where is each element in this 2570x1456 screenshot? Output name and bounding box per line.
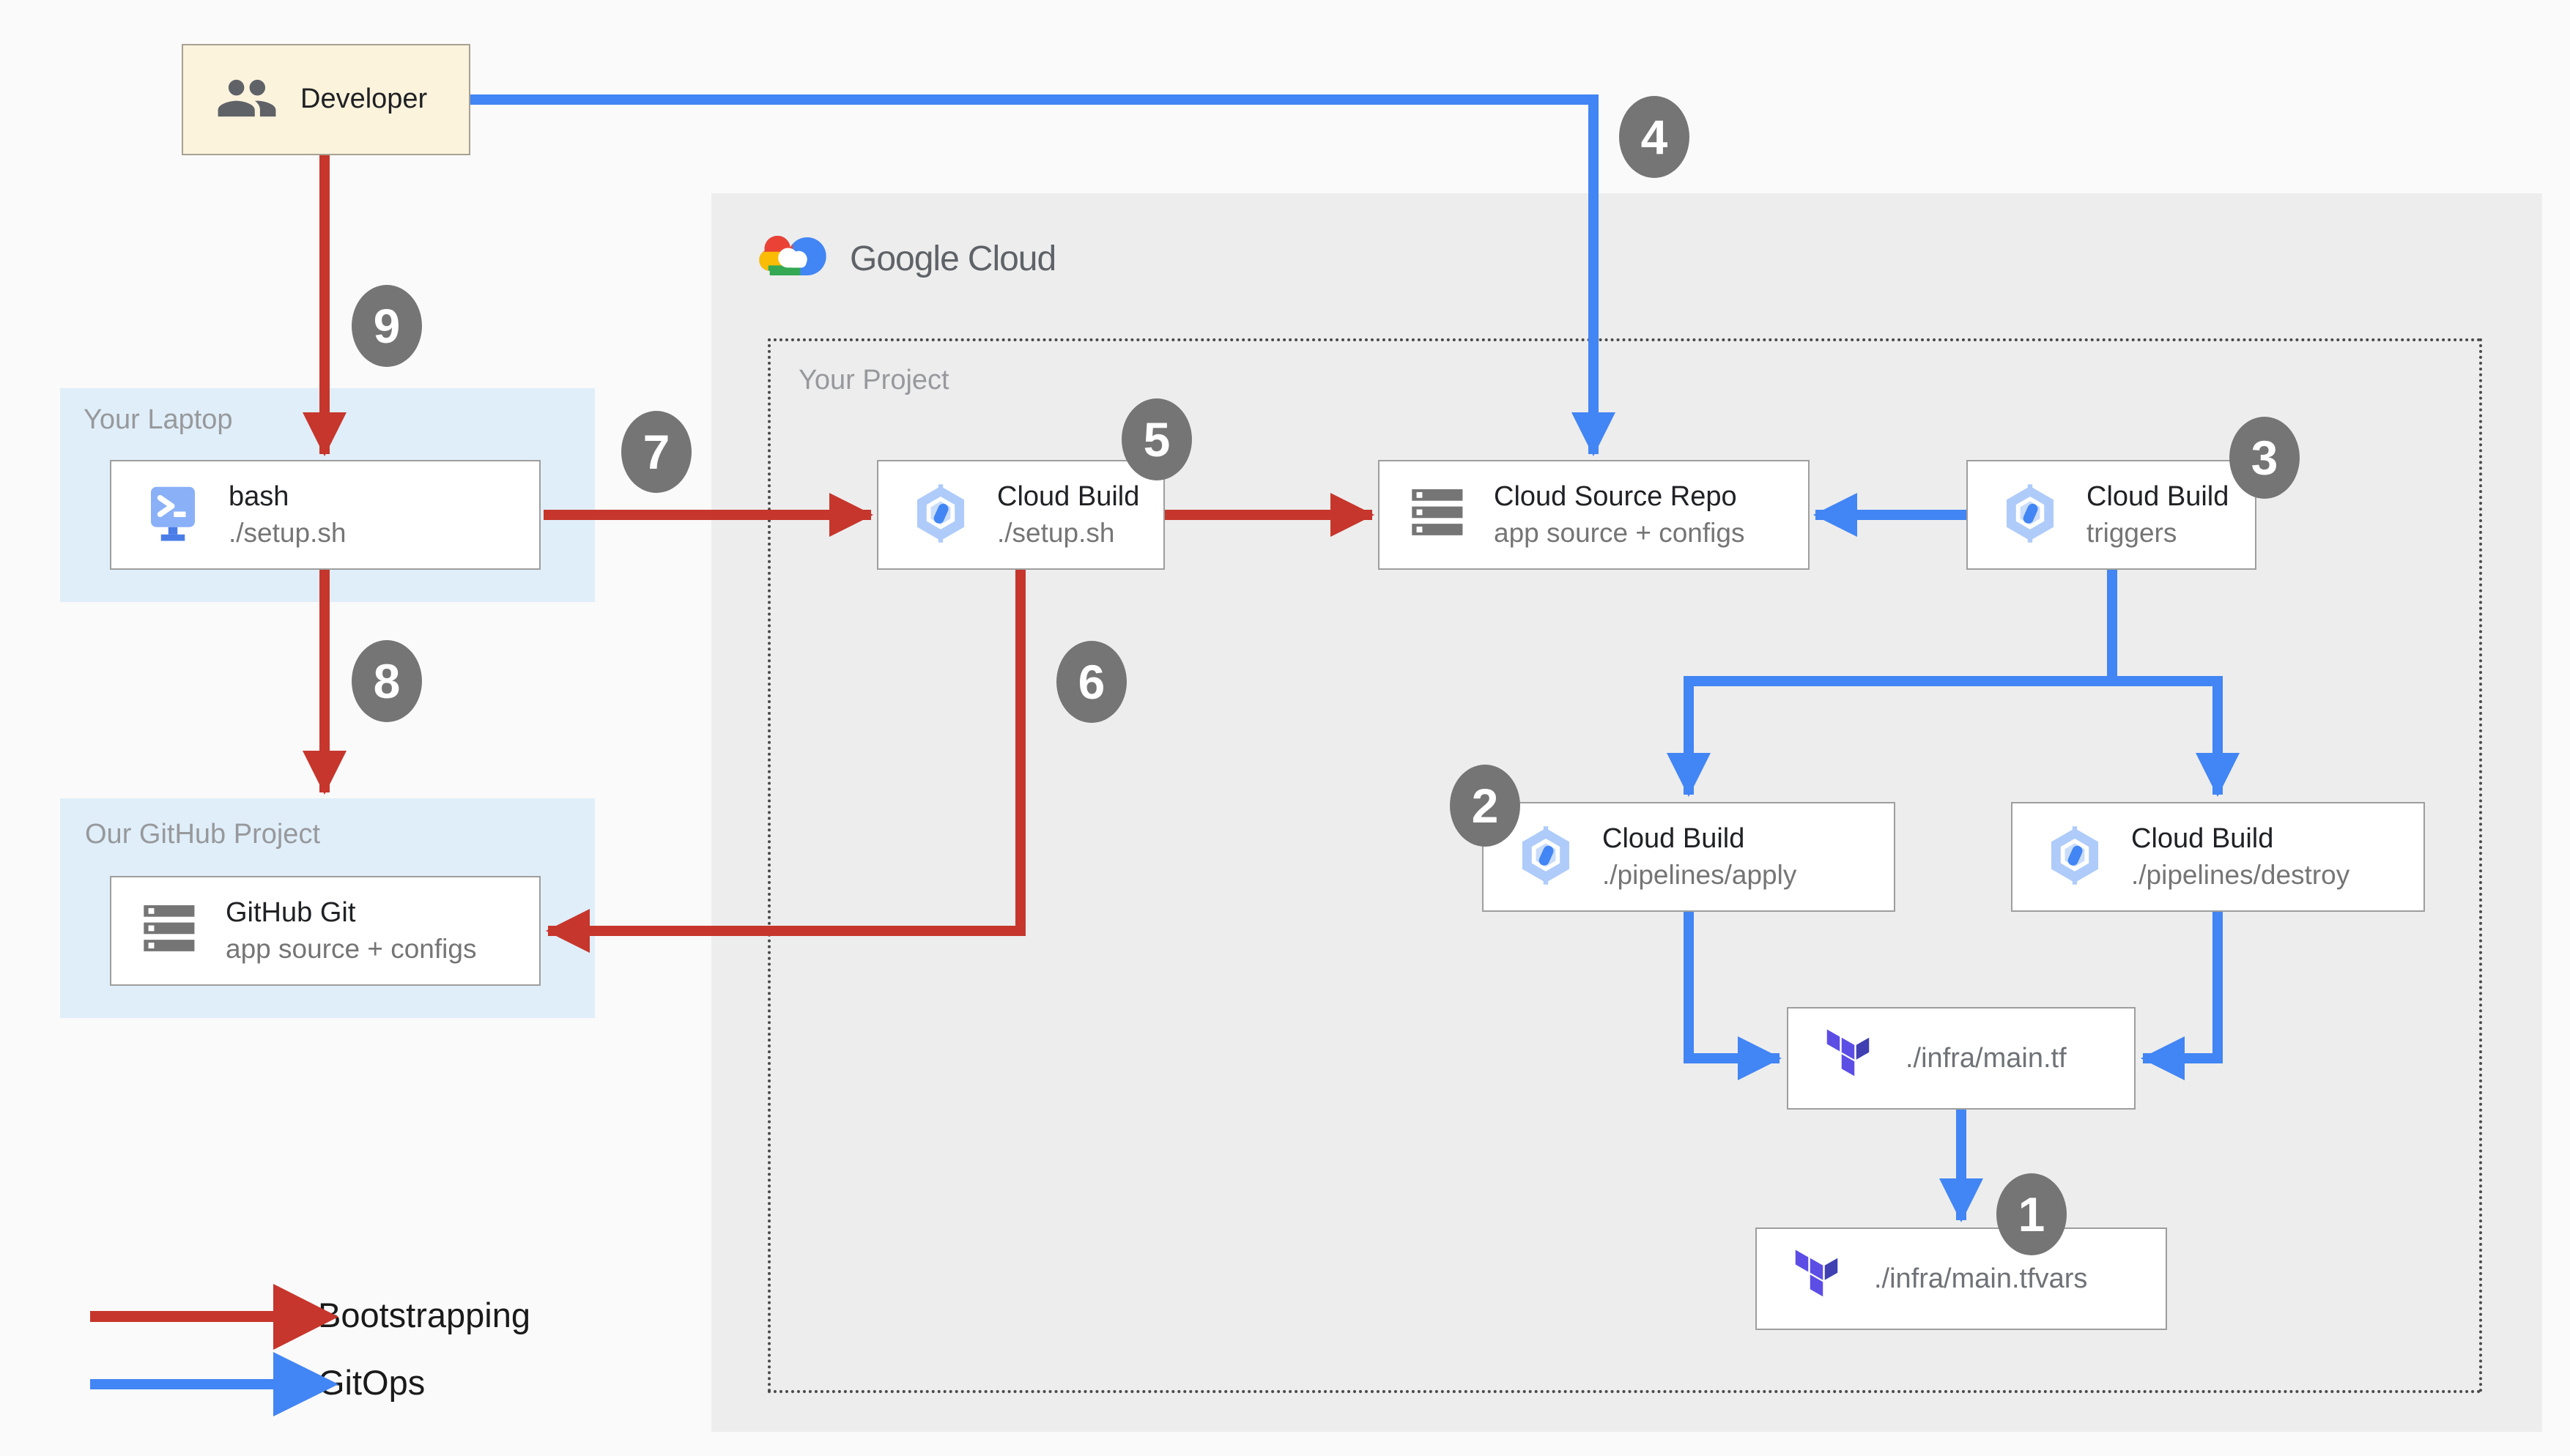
cloud-build-destroy-node: Cloud Build ./pipelines/destroy (2011, 802, 2425, 912)
cloud-build-icon (911, 483, 971, 547)
github-git-title: GitHub Git (226, 896, 356, 928)
bash-node: bash ./setup.sh (110, 460, 541, 570)
step-badge-9: 9 (352, 285, 422, 367)
server-stack-icon (144, 905, 199, 957)
cloud-build-apply-node: Cloud Build ./pipelines/apply (1482, 802, 1895, 912)
cloud-build-triggers-title: Cloud Build (2086, 480, 2229, 512)
terraform-icon (1789, 1248, 1848, 1310)
cloud-build-destroy-subtitle: ./pipelines/destroy (2131, 859, 2350, 890)
bash-subtitle: ./setup.sh (229, 517, 347, 548)
infra-main-tfvars-title: ./infra/main.tfvars (1874, 1263, 2088, 1294)
cloud-build-setup-title: Cloud Build (997, 480, 1140, 512)
cloud-build-icon (2045, 825, 2105, 889)
legend-gitops-label: GitOps (318, 1363, 426, 1402)
your-project-label: Your Project (799, 365, 949, 395)
cloud-build-triggers-node: Cloud Build triggers (1966, 460, 2256, 570)
cloud-source-repo-title: Cloud Source Repo (1494, 480, 1737, 512)
terraform-icon (1821, 1028, 1879, 1090)
google-cloud-icon (755, 226, 831, 292)
step-badge-7: 7 (621, 411, 692, 493)
cloud-build-icon (2000, 483, 2060, 547)
infra-main-tf-title: ./infra/main.tf (1906, 1042, 2067, 1074)
cloud-build-setup-node: Cloud Build ./setup.sh (877, 460, 1165, 570)
cloud-build-triggers-subtitle: triggers (2086, 517, 2177, 548)
step-badge-1: 1 (1996, 1173, 2067, 1255)
legend-gitops-arrow (90, 1352, 338, 1416)
cloud-source-repo-subtitle: app source + configs (1494, 517, 1745, 548)
your-laptop-label: Your Laptop (84, 404, 233, 435)
step-badge-5: 5 (1122, 398, 1192, 480)
github-git-node: GitHub Git app source + configs (110, 876, 541, 986)
cloud-build-icon (1516, 825, 1576, 889)
bash-title: bash (229, 480, 289, 512)
cloud-source-repo-node: Cloud Source Repo app source + configs (1378, 460, 1810, 570)
legend-bootstrapping-label: Bootstrapping (318, 1296, 531, 1334)
cloud-build-apply-subtitle: ./pipelines/apply (1602, 859, 1797, 890)
developer-node: Developer (182, 44, 470, 155)
terminal-icon (144, 484, 202, 546)
people-icon (215, 67, 278, 133)
infra-main-tfvars-node: ./infra/main.tfvars (1755, 1227, 2167, 1330)
step-badge-3: 3 (2229, 417, 2300, 499)
cloud-build-destroy-title: Cloud Build (2131, 822, 2274, 854)
infra-main-tf-node: ./infra/main.tf (1787, 1007, 2136, 1110)
server-stack-icon (1412, 489, 1467, 541)
step-badge-6: 6 (1056, 641, 1127, 723)
cloud-build-setup-subtitle: ./setup.sh (997, 517, 1115, 548)
github-git-subtitle: app source + configs (226, 933, 477, 964)
step-badge-4: 4 (1619, 96, 1689, 178)
step-badge-8: 8 (352, 640, 422, 722)
step-badge-2: 2 (1450, 765, 1520, 847)
legend-bootstrapping-arrow (90, 1284, 338, 1350)
developer-label: Developer (300, 83, 428, 115)
github-project-label: Our GitHub Project (85, 819, 320, 850)
cloud-build-apply-title: Cloud Build (1602, 822, 1745, 854)
